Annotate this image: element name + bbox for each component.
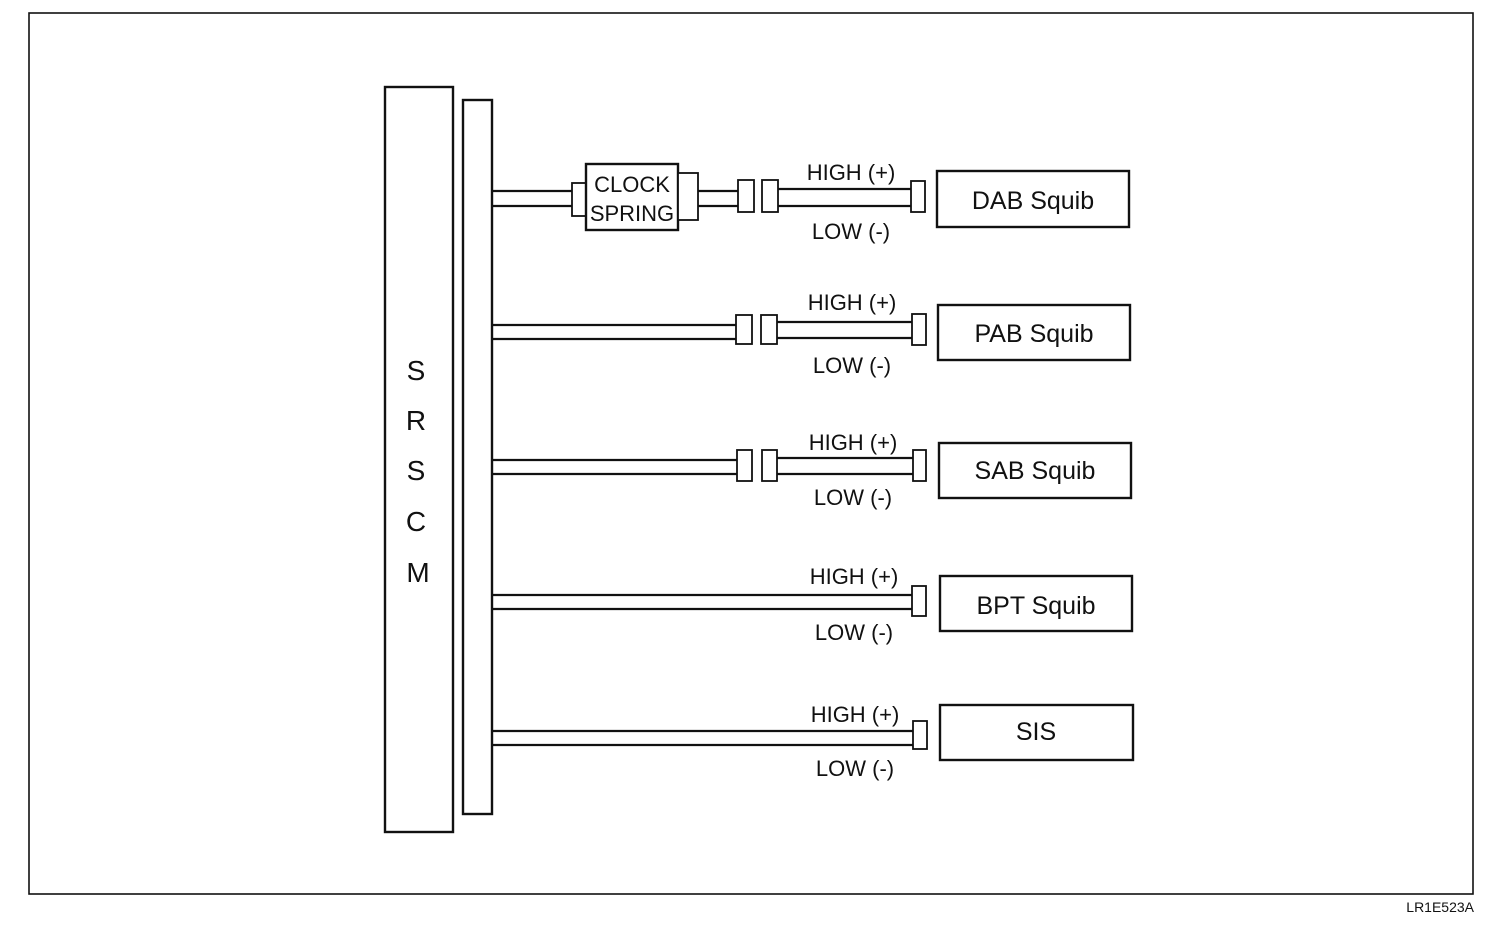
high-label: HIGH (+) bbox=[811, 702, 900, 727]
circuit-pab: HIGH (+) LOW (-) PAB Squib bbox=[492, 290, 1132, 378]
inline-connector-left bbox=[737, 179, 755, 213]
bpt-squib-box bbox=[938, 574, 1134, 633]
sis-box bbox=[938, 703, 1135, 762]
high-label: HIGH (+) bbox=[808, 290, 897, 315]
sensor-connector bbox=[912, 720, 928, 750]
low-label: LOW (-) bbox=[815, 620, 893, 645]
squib-connector bbox=[911, 585, 927, 617]
squib-connector bbox=[911, 313, 927, 346]
circuit-sab: HIGH (+) LOW (-) SAB Squib bbox=[492, 430, 1133, 510]
circuit-bpt: HIGH (+) LOW (-) BPT Squib bbox=[492, 564, 1134, 645]
srscm-body bbox=[383, 85, 455, 834]
high-label: HIGH (+) bbox=[810, 564, 899, 589]
srscm-letter-s1: S bbox=[407, 355, 426, 386]
srscm-module: S R S C M bbox=[383, 85, 455, 834]
dab-squib-label: DAB Squib bbox=[972, 187, 1094, 215]
low-label: LOW (-) bbox=[812, 219, 890, 244]
low-label: LOW (-) bbox=[814, 485, 892, 510]
srscm-letter-m: M bbox=[406, 557, 429, 588]
squib-connector bbox=[910, 180, 926, 213]
dab-squib-box bbox=[935, 169, 1131, 229]
squib-connector bbox=[912, 449, 927, 482]
pab-squib-label: PAB Squib bbox=[974, 320, 1093, 348]
inline-connector-right bbox=[761, 179, 779, 213]
inline-connector-left bbox=[735, 314, 753, 345]
clock-spring-label-line2: SPRING bbox=[590, 201, 674, 226]
srscm-letter-r: R bbox=[406, 405, 426, 436]
inline-connector-right bbox=[760, 314, 778, 345]
figure-reference: LR1E523A bbox=[1406, 899, 1474, 915]
srscm-letter-c: C bbox=[406, 506, 426, 537]
high-label: HIGH (+) bbox=[807, 160, 896, 185]
srscm-letter-s2: S bbox=[407, 455, 426, 486]
diagram-frame bbox=[28, 12, 1474, 895]
inline-connector-left bbox=[736, 449, 753, 482]
circuit-dab: CLOCK SPRING HIGH (+) LOW (-) DAB Squib bbox=[492, 160, 1131, 244]
clock-spring-connector-out bbox=[677, 172, 699, 221]
high-label: HIGH (+) bbox=[809, 430, 898, 455]
low-label: LOW (-) bbox=[813, 353, 891, 378]
inline-connector-right bbox=[761, 449, 778, 482]
srscm-connector-bar bbox=[461, 98, 494, 816]
sab-squib-label: SAB Squib bbox=[975, 457, 1096, 485]
clock-spring-connector-in bbox=[571, 182, 587, 217]
low-label: LOW (-) bbox=[816, 756, 894, 781]
sab-squib-box bbox=[937, 441, 1133, 500]
pab-squib-box bbox=[936, 303, 1132, 362]
clock-spring-label-line1: CLOCK bbox=[594, 172, 670, 197]
bpt-squib-label: BPT Squib bbox=[976, 592, 1095, 620]
sis-label: SIS bbox=[1016, 718, 1056, 746]
circuit-sis: HIGH (+) LOW (-) SIS bbox=[492, 702, 1135, 781]
